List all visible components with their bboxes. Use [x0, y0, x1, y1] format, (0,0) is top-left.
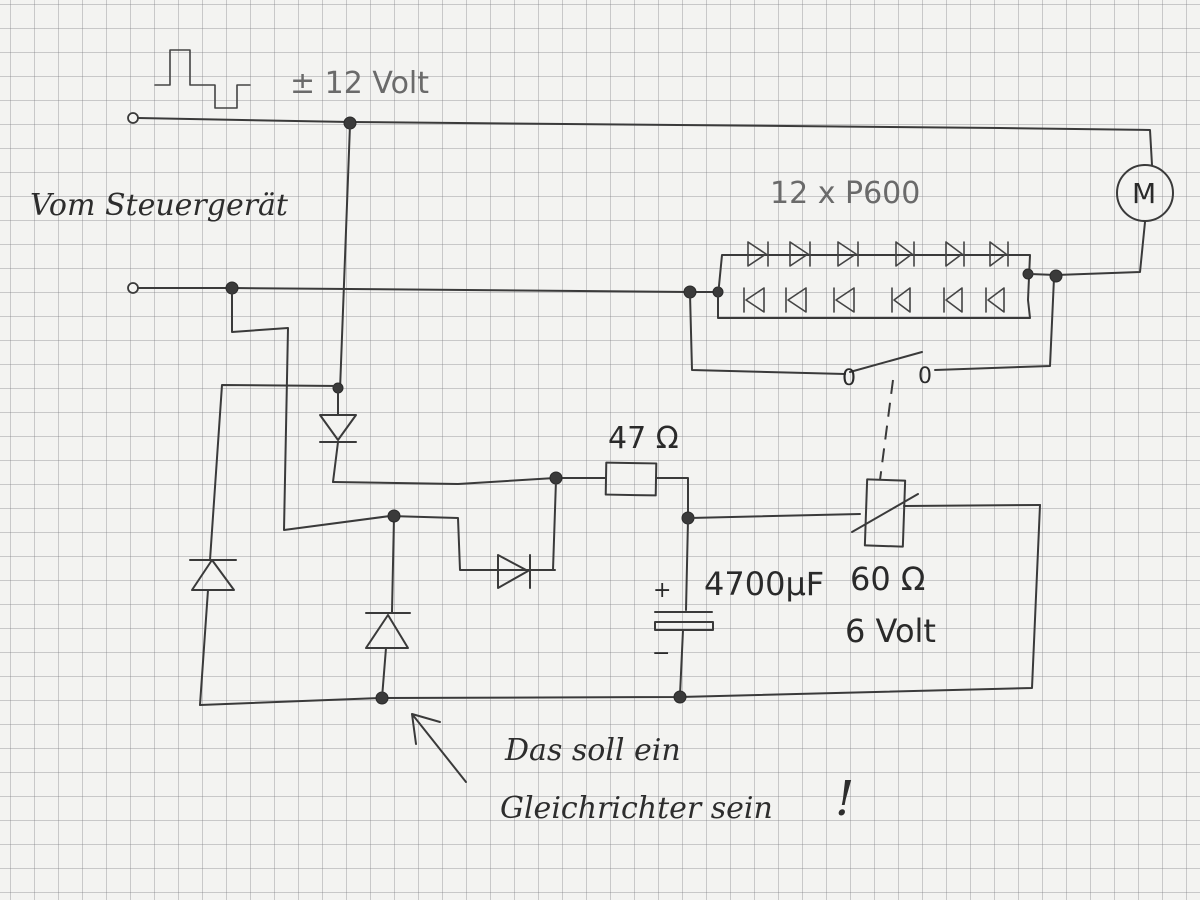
switch-contact-left: 0 [842, 366, 856, 391]
capacitor-minus: − [652, 641, 670, 666]
diode-d1 [319, 389, 357, 483]
relay-link-dashed [879, 379, 894, 481]
d1-to-resistor-wire [332, 477, 606, 485]
switch-wire-left [689, 293, 846, 375]
switch-contact-right: 0 [918, 364, 932, 389]
diode-d3 [497, 554, 531, 589]
diode-array-label: 12 x P600 [770, 176, 920, 211]
d3-up-wire [552, 479, 557, 571]
switch-blade [849, 351, 923, 373]
resistor-label: 47 Ω [608, 421, 679, 456]
capacitor-leads [679, 519, 689, 696]
cap-to-relay-wire [689, 513, 861, 519]
relay-coil-diagonal [851, 493, 919, 533]
square-wave-icon [154, 49, 251, 109]
control-unit-label: Vom Steuergerät [30, 188, 289, 223]
resistor-47 [604, 461, 658, 497]
relay-right-wire [903, 504, 1041, 507]
supply-wire [137, 117, 1153, 166]
control-terminal [127, 282, 139, 294]
note-line-2: Gleichrichter sein [500, 791, 773, 826]
control-branch-wire [231, 289, 556, 571]
diode-array-top-row [747, 241, 1009, 267]
capacitor-plus: + [653, 578, 671, 603]
switch-wire-right [934, 277, 1055, 371]
note-exclamation: ! [835, 771, 854, 827]
relay-coil [863, 478, 907, 548]
supply-voltage-label: ± 12 Volt [290, 66, 429, 101]
motor-junction-node [1049, 269, 1063, 283]
array-to-motor-wire [1029, 221, 1146, 276]
center-top-node [387, 509, 401, 523]
capacitor-label: 4700µF [704, 565, 824, 603]
supply-drop-wire [339, 124, 351, 391]
motor-label: M [1132, 177, 1156, 210]
note-line-1: Das soll ein [504, 733, 681, 768]
relay-voltage-label: 6 Volt [845, 612, 936, 650]
control-wire [137, 287, 721, 293]
capacitor-plate-bottom [654, 621, 714, 631]
annotation-arrow [411, 713, 467, 783]
resistor-right-wire [655, 477, 689, 519]
bottom-wire [199, 504, 1041, 706]
bottom-node-cap [673, 690, 687, 704]
diode-d4 [365, 612, 411, 649]
motor-icon [1116, 164, 1174, 222]
diode-array-frame [717, 254, 1031, 319]
center-diode-wire [381, 515, 395, 699]
supply-terminal [127, 112, 139, 124]
diode-d2 [189, 559, 237, 591]
relay-resistance-label: 60 Ω [850, 560, 925, 598]
diode-array-bottom-row [743, 287, 1005, 313]
left-loop-wire [199, 384, 341, 706]
